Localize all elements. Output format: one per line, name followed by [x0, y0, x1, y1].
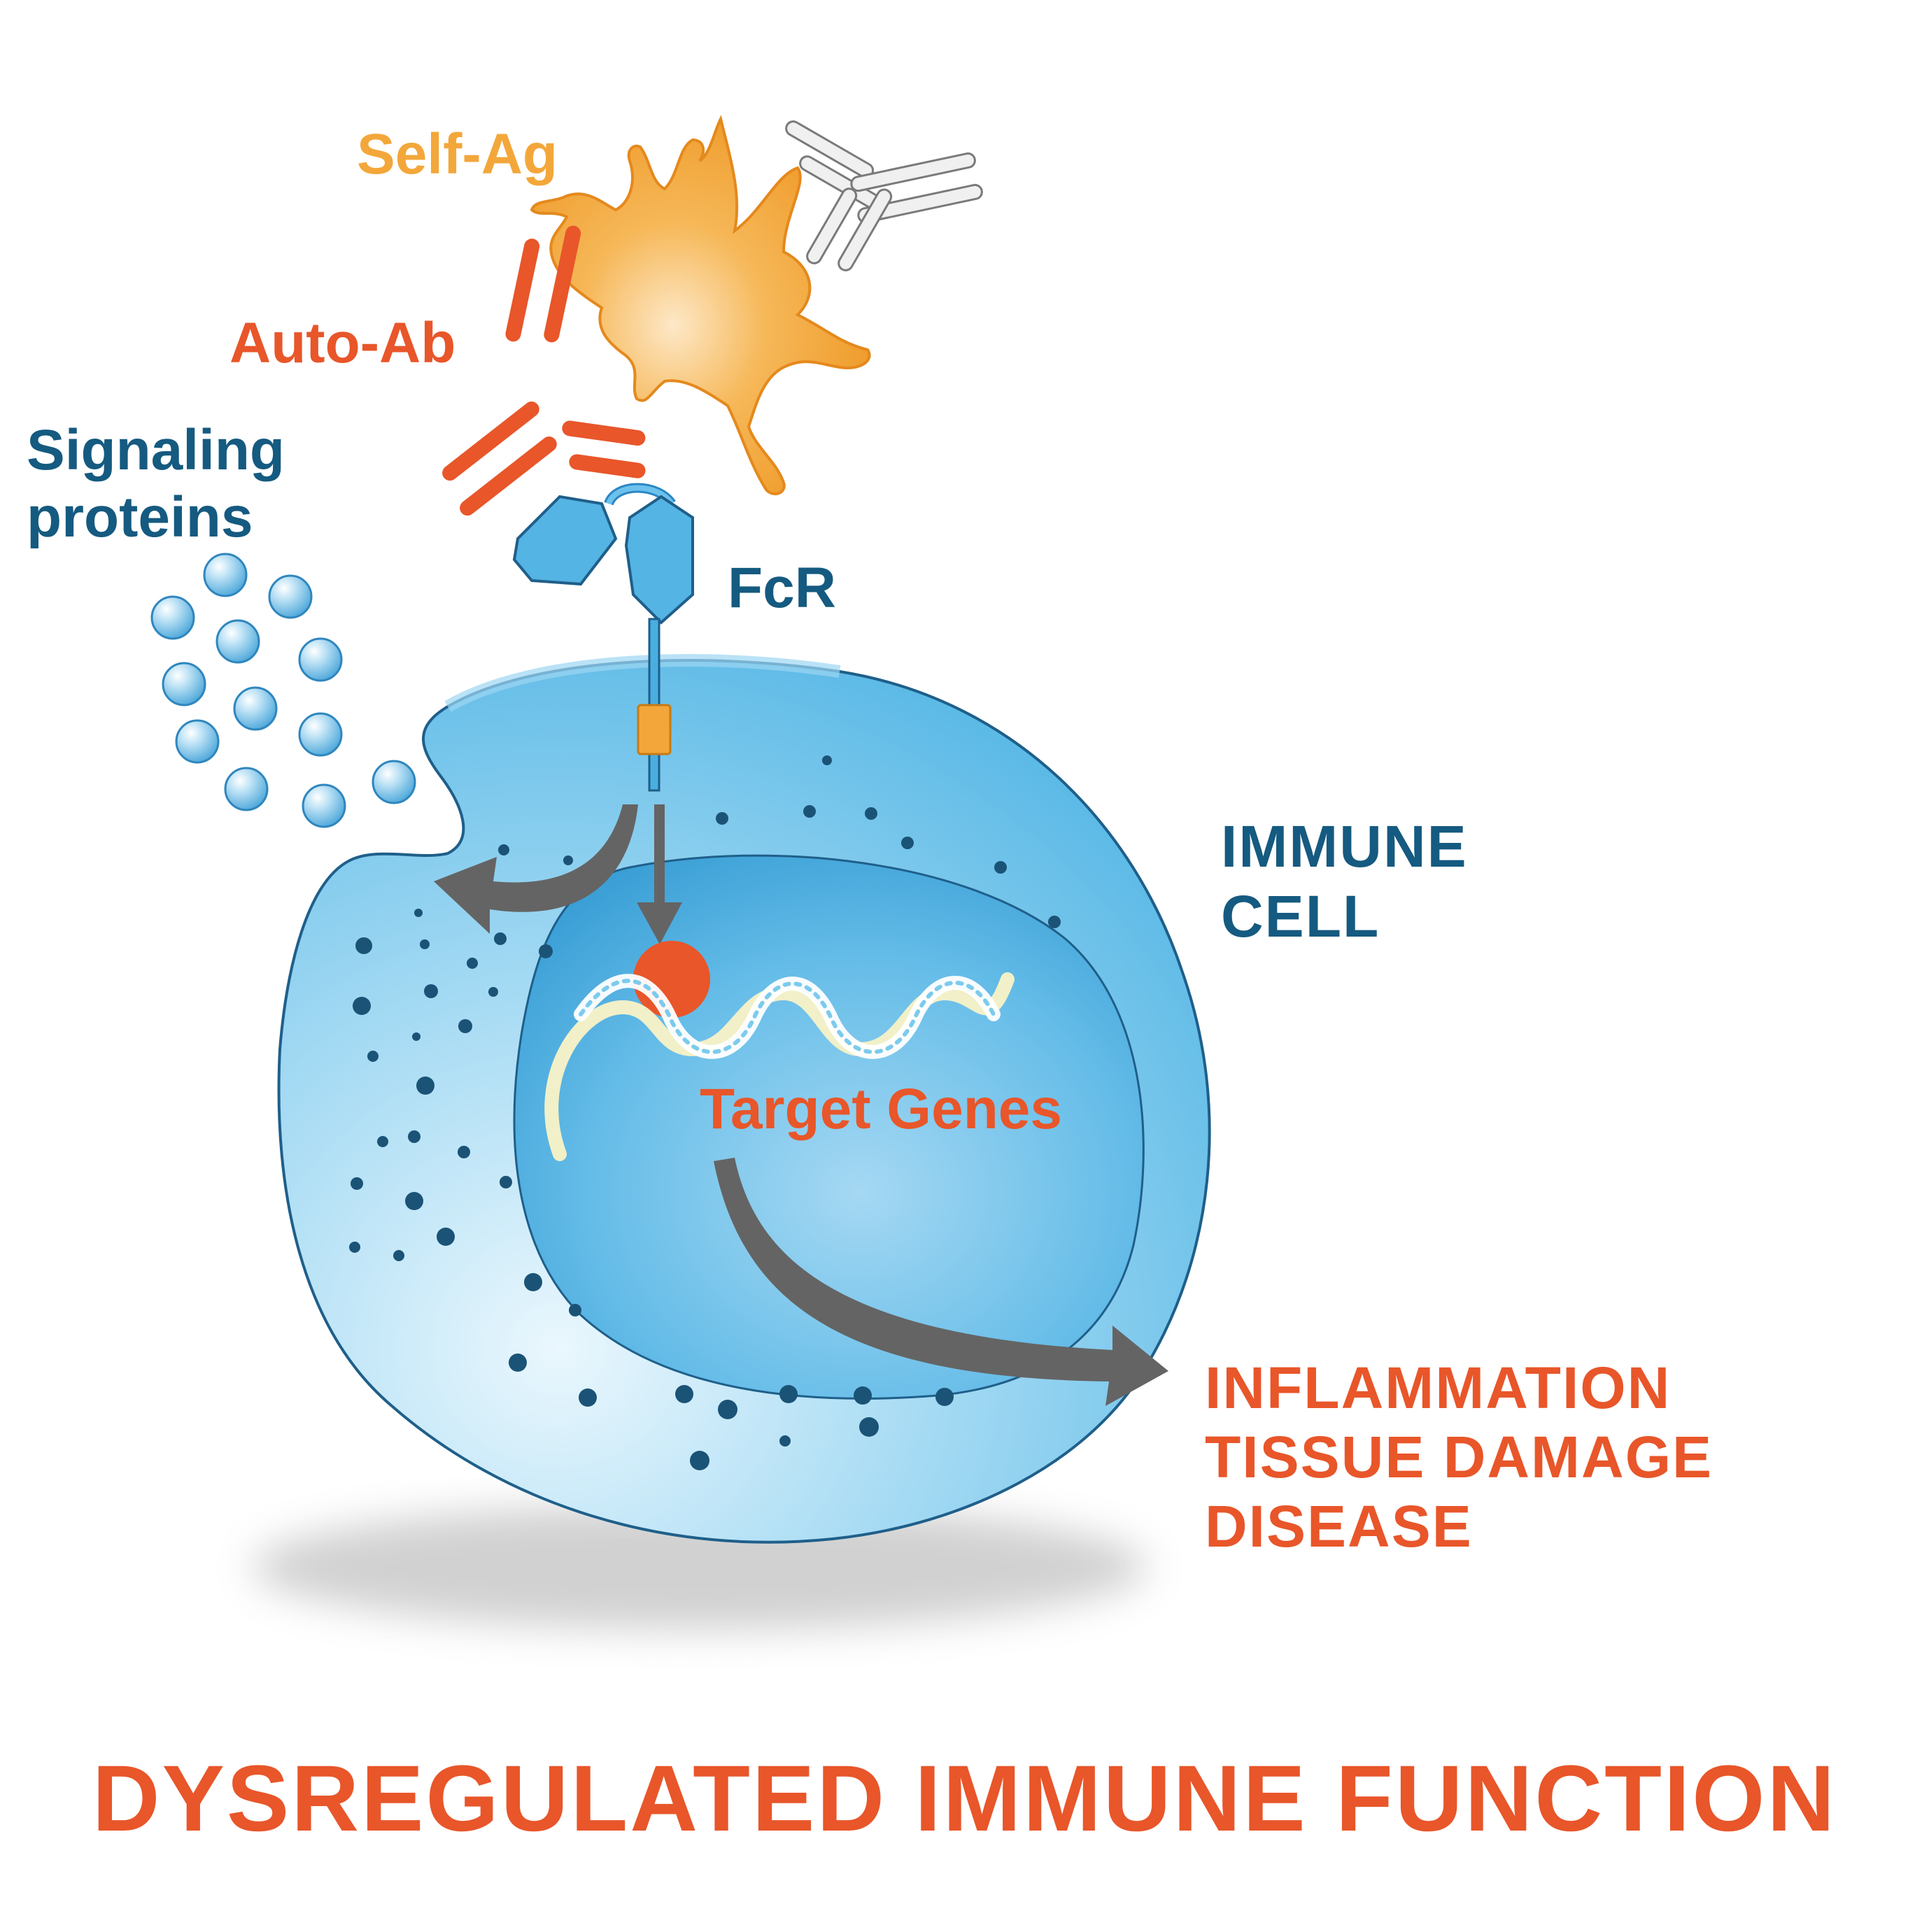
- immune-cell-label-line1: IMMUNE: [1221, 814, 1468, 879]
- signaling-protein-beads: [150, 553, 416, 828]
- cell-shadow: [252, 1504, 1147, 1630]
- outcome-label: INFLAMMATION TISSUE DAMAGE DISEASE: [1205, 1354, 1713, 1561]
- dna-helix: [544, 972, 1015, 1161]
- self-antigen: [530, 115, 871, 496]
- outcome-label-line2: TISSUE DAMAGE: [1205, 1424, 1714, 1490]
- self-antigen-label: Self-Ag: [357, 122, 558, 186]
- gray-antibody: [785, 120, 983, 271]
- target-genes-label: Target Genes: [700, 1077, 1062, 1141]
- outcome-arrow: [714, 1158, 1168, 1406]
- signaling-label-line2: proteins: [27, 485, 253, 549]
- auto-antibody: [442, 225, 646, 516]
- immune-cell-label-line2: CELL: [1221, 883, 1380, 949]
- signal-arrows: [434, 804, 1168, 1406]
- signaling-proteins-label: Signaling proteins: [27, 417, 285, 551]
- outcome-label-line3: DISEASE: [1205, 1493, 1473, 1559]
- diagram-title: DYSREGULATED IMMUNE FUNCTION: [92, 1747, 1837, 1851]
- outcome-label-line1: INFLAMMATION: [1205, 1355, 1672, 1421]
- signaling-label-line1: Signaling: [27, 418, 285, 482]
- fc-receptor-label: FcR: [728, 556, 836, 620]
- cell-highlight: [444, 654, 841, 712]
- immune-cell-label: IMMUNE CELL: [1221, 811, 1468, 951]
- fc-receptor: [512, 483, 694, 792]
- auto-antibody-label: Auto-Ab: [229, 311, 456, 375]
- cytoplasm-dots: [349, 755, 1061, 1470]
